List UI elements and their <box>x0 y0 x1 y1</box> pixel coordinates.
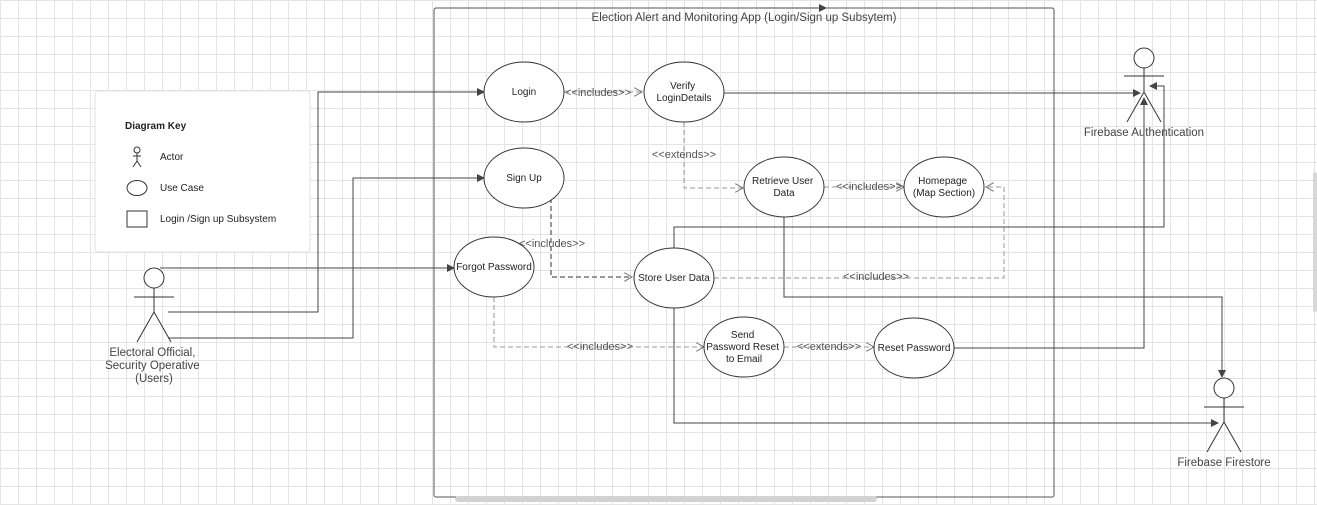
vertical-scrollbar[interactable] <box>1313 172 1317 312</box>
forgot-send-label: <<includes>> <box>567 341 633 353</box>
use-case-send-reset-label: Send Password Reset to Email <box>706 330 782 365</box>
use-case-store-user-data[interactable]: Store User Data <box>633 247 715 309</box>
retrieve-home-label: <<includes>> <box>836 181 902 193</box>
users-login-line <box>168 88 485 313</box>
actor-users[interactable]: Electoral Official, Security Operative (… <box>105 267 203 385</box>
use-case-homepage-label: Homepage (Map Section) <box>913 176 975 199</box>
store-home-connector <box>714 187 1005 279</box>
use-case-signup-label: Sign Up <box>506 173 542 184</box>
use-case-sign-up[interactable]: Sign Up <box>483 147 565 209</box>
send-reset-label: <<extends>> <box>797 341 861 353</box>
key-use-case-icon <box>126 180 148 196</box>
use-case-retrieve-user-data[interactable]: Retrieve User Data <box>743 156 825 218</box>
firebase-firestore-actor-icon <box>1204 377 1244 453</box>
store-firestore-line <box>673 308 1219 427</box>
users-actor-label: Electoral Official, Security Operative (… <box>105 347 203 385</box>
use-case-reset-label: Reset Password <box>878 343 951 354</box>
login-verify-label: <<includes>> <box>565 87 631 99</box>
use-case-retrieve-label: Retrieve User Data <box>752 176 816 199</box>
users-actor-icon <box>134 267 174 343</box>
use-case-homepage[interactable]: Homepage (Map Section) <box>903 156 985 218</box>
actor-firebase-firestore[interactable]: Firebase Firestore <box>1177 377 1271 469</box>
firebase-auth-actor-icon <box>1124 47 1164 123</box>
users-signup-line <box>168 174 485 339</box>
verify-retrieve-label: <<extends>> <box>652 149 716 161</box>
store-auth-line <box>673 82 1165 248</box>
use-case-verify-label: Verify LoginDetails <box>656 81 711 104</box>
verify-retrieve-connector <box>683 122 743 188</box>
key-actor-icon <box>132 146 142 168</box>
store-home-label: <<includes>> <box>843 271 909 283</box>
system-title: Election Alert and Monitoring App (Login… <box>592 12 897 24</box>
use-case-verify-login-details[interactable]: Verify LoginDetails <box>643 61 725 123</box>
key-use-case-label: Use Case <box>160 183 204 194</box>
use-case-login-label: Login <box>512 87 536 98</box>
diagram-key: Diagram Key Actor Use Case Login /Sign u… <box>94 90 311 253</box>
use-case-forgot-password[interactable]: Forgot Password <box>453 236 535 298</box>
use-case-store-label: Store User Data <box>638 273 710 284</box>
signup-store-label: <<includes>> <box>519 238 585 250</box>
signup-store-connector <box>550 198 632 277</box>
use-case-forgot-label: Forgot Password <box>456 262 532 273</box>
firebase-auth-label: Firebase Authentication <box>1084 127 1204 139</box>
firebase-firestore-label: Firebase Firestore <box>1177 457 1270 469</box>
key-title: Diagram Key <box>125 121 187 132</box>
actor-firebase-authentication[interactable]: Firebase Authentication <box>1084 47 1204 139</box>
key-actor-label: Actor <box>160 152 184 163</box>
use-case-login[interactable]: Login <box>483 61 565 123</box>
key-subsystem-label: Login /Sign up Subsystem <box>160 214 276 225</box>
use-case-reset-password[interactable]: Reset Password <box>873 317 955 379</box>
horizontal-scrollbar[interactable] <box>455 496 877 502</box>
forgot-send-connector <box>493 297 704 347</box>
key-subsystem-icon <box>126 210 148 228</box>
retrieve-firestore-line <box>783 216 1226 378</box>
reset-auth-line <box>954 97 1148 349</box>
use-case-send-password-reset[interactable]: Send Password Reset to Email <box>703 316 785 378</box>
